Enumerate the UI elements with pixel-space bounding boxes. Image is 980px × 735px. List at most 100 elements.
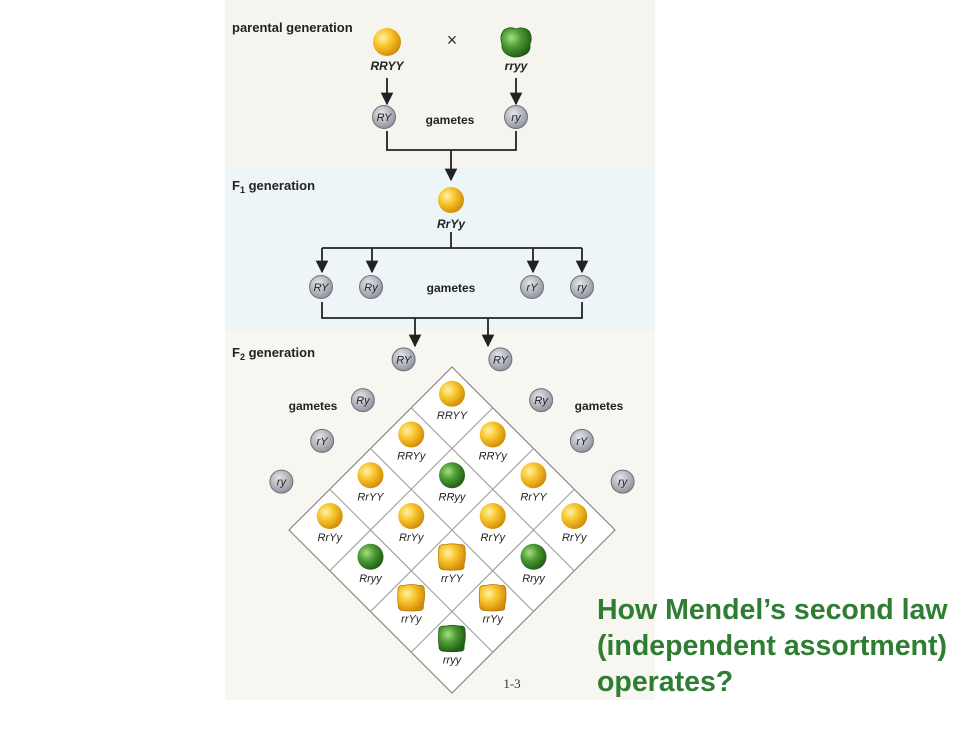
cell-genotype: RrYY	[357, 491, 384, 503]
cell-genotype: RRYy	[397, 451, 427, 463]
punnett-gamete-left-1: RY	[391, 347, 416, 372]
punnett-cell-3-3: rrYY	[438, 543, 466, 585]
svg-text:rY: rY	[527, 282, 539, 294]
cell-genotype: rryy	[443, 654, 463, 666]
punnett-cell-1-3: RrYY	[520, 462, 547, 503]
parent-gamete-left: RY	[372, 105, 396, 129]
cell-genotype: RRyy	[439, 491, 467, 503]
pea-round	[439, 380, 465, 407]
cross-symbol: ×	[447, 30, 458, 50]
f1-generation-label: F1 generation	[232, 178, 315, 195]
svg-text:RY: RY	[396, 354, 412, 366]
f1-gamete-3: rY	[520, 275, 544, 299]
pea-wrinkled	[478, 584, 507, 612]
pea-round	[479, 503, 506, 529]
svg-text:ry: ry	[511, 112, 522, 124]
caption-question: How Mendel’s second law (independent ass…	[597, 594, 948, 698]
punnett-cell-4-4: rryy	[438, 624, 466, 666]
cell-genotype: RrYy	[318, 532, 344, 544]
punnett-cell-2-1: RRYy	[397, 421, 427, 463]
pea-wrinkled	[397, 584, 425, 612]
f2-gametes-label-left: gametes	[289, 399, 338, 413]
punnett-gamete-right-2: Ry	[529, 388, 554, 413]
punnett-gamete-right-1: RY	[488, 347, 513, 372]
parent-gamete-bracket	[386, 131, 517, 151]
punnett-cell-4-1: RrYy	[316, 503, 344, 544]
punnett-cell-4-2: Rryy	[357, 543, 384, 585]
svg-text:RY: RY	[493, 354, 509, 366]
f1-genotype: RrYy	[437, 217, 466, 231]
pea-round	[479, 421, 506, 448]
pea-round	[520, 543, 547, 570]
punnett-gametes: RY RY Ry Ry rY rY ry ry	[269, 347, 635, 494]
punnett-cell-1-4: RrYy	[561, 503, 588, 544]
parent-gamete-right: ry	[504, 105, 528, 129]
pea-round	[398, 503, 425, 529]
svg-text:Ry: Ry	[534, 395, 549, 407]
cell-genotype: RRYy	[479, 451, 509, 463]
f1-gamete-1: RY	[309, 275, 333, 299]
grid-line	[410, 488, 575, 653]
cell-genotype: RRYY	[437, 410, 468, 422]
parent-pea-yellow	[373, 28, 401, 56]
parent-pea-green	[500, 27, 532, 58]
punnett-cell-2-2: RRyy	[439, 462, 467, 503]
parental-generation-label: parental generation	[232, 20, 353, 35]
punnett-cell-3-1: RrYY	[357, 462, 384, 503]
pea-wrinkled	[438, 543, 466, 571]
svg-text:RY: RY	[377, 112, 393, 124]
punnett-gamete-left-2: Ry	[350, 388, 375, 413]
punnett-gamete-left-3: rY	[310, 428, 335, 453]
parent-genotype-right: rryy	[505, 59, 529, 73]
pea-round	[561, 503, 588, 529]
svg-text:ry: ry	[577, 282, 588, 294]
cell-genotype: Rryy	[359, 573, 383, 585]
punnett-gamete-left-4: ry	[269, 469, 294, 494]
pea-round	[316, 503, 343, 529]
pea-round	[520, 462, 547, 489]
cell-genotype: rrYy	[483, 614, 505, 626]
cell-genotype: Rryy	[522, 573, 546, 585]
f1-gamete-2: Ry	[359, 275, 383, 299]
pea-round	[439, 462, 465, 489]
cell-genotype: RrYy	[481, 532, 507, 544]
svg-text:rY: rY	[317, 436, 329, 448]
page-number: 1-3	[503, 676, 520, 691]
svg-text:ry: ry	[618, 477, 629, 489]
punnett-cell-1-2: RRYy	[479, 421, 509, 463]
pea-round	[357, 462, 384, 489]
f2-gametes-label-right: gametes	[575, 399, 624, 413]
punnett-cell-3-4: rrYy	[478, 584, 507, 626]
svg-text:ry: ry	[277, 477, 288, 489]
cell-genotype: RrYy	[399, 532, 425, 544]
grid-line	[329, 488, 494, 653]
f2-generation-label: F2 generation	[232, 345, 315, 362]
cell-genotype: rrYY	[441, 573, 464, 585]
punnett-cell-2-4: Rryy	[520, 543, 547, 585]
punnett-cell-4-3: rrYy	[397, 584, 425, 626]
svg-text:Ry: Ry	[364, 282, 379, 294]
svg-text:rY: rY	[576, 436, 588, 448]
cell-genotype: rrYy	[401, 614, 423, 626]
grid-line	[370, 448, 534, 612]
svg-text:Ry: Ry	[356, 395, 371, 407]
f1-gamete-4: ry	[570, 275, 594, 299]
punnett-cell-1-1: RRYY	[437, 380, 468, 422]
svg-text:RY: RY	[314, 282, 330, 294]
f2-gamete-bracket	[321, 302, 583, 319]
punnett-cell-3-2: RrYy	[398, 503, 425, 544]
f1-pea-yellow	[438, 187, 464, 213]
f1-gametes-label: gametes	[427, 281, 476, 295]
parent-gametes-label: gametes	[426, 113, 475, 127]
punnett-cell-2-3: RrYy	[479, 503, 507, 544]
pea-round	[398, 421, 425, 448]
punnett-gridlines	[329, 407, 575, 653]
pea-round	[357, 543, 384, 570]
punnett-gamete-right-4: ry	[610, 469, 635, 494]
parent-genotype-left: RRYY	[370, 59, 404, 73]
cell-genotype: RrYY	[520, 491, 547, 503]
cell-genotype: RrYy	[562, 532, 588, 544]
pea-wrinkled	[438, 624, 466, 653]
